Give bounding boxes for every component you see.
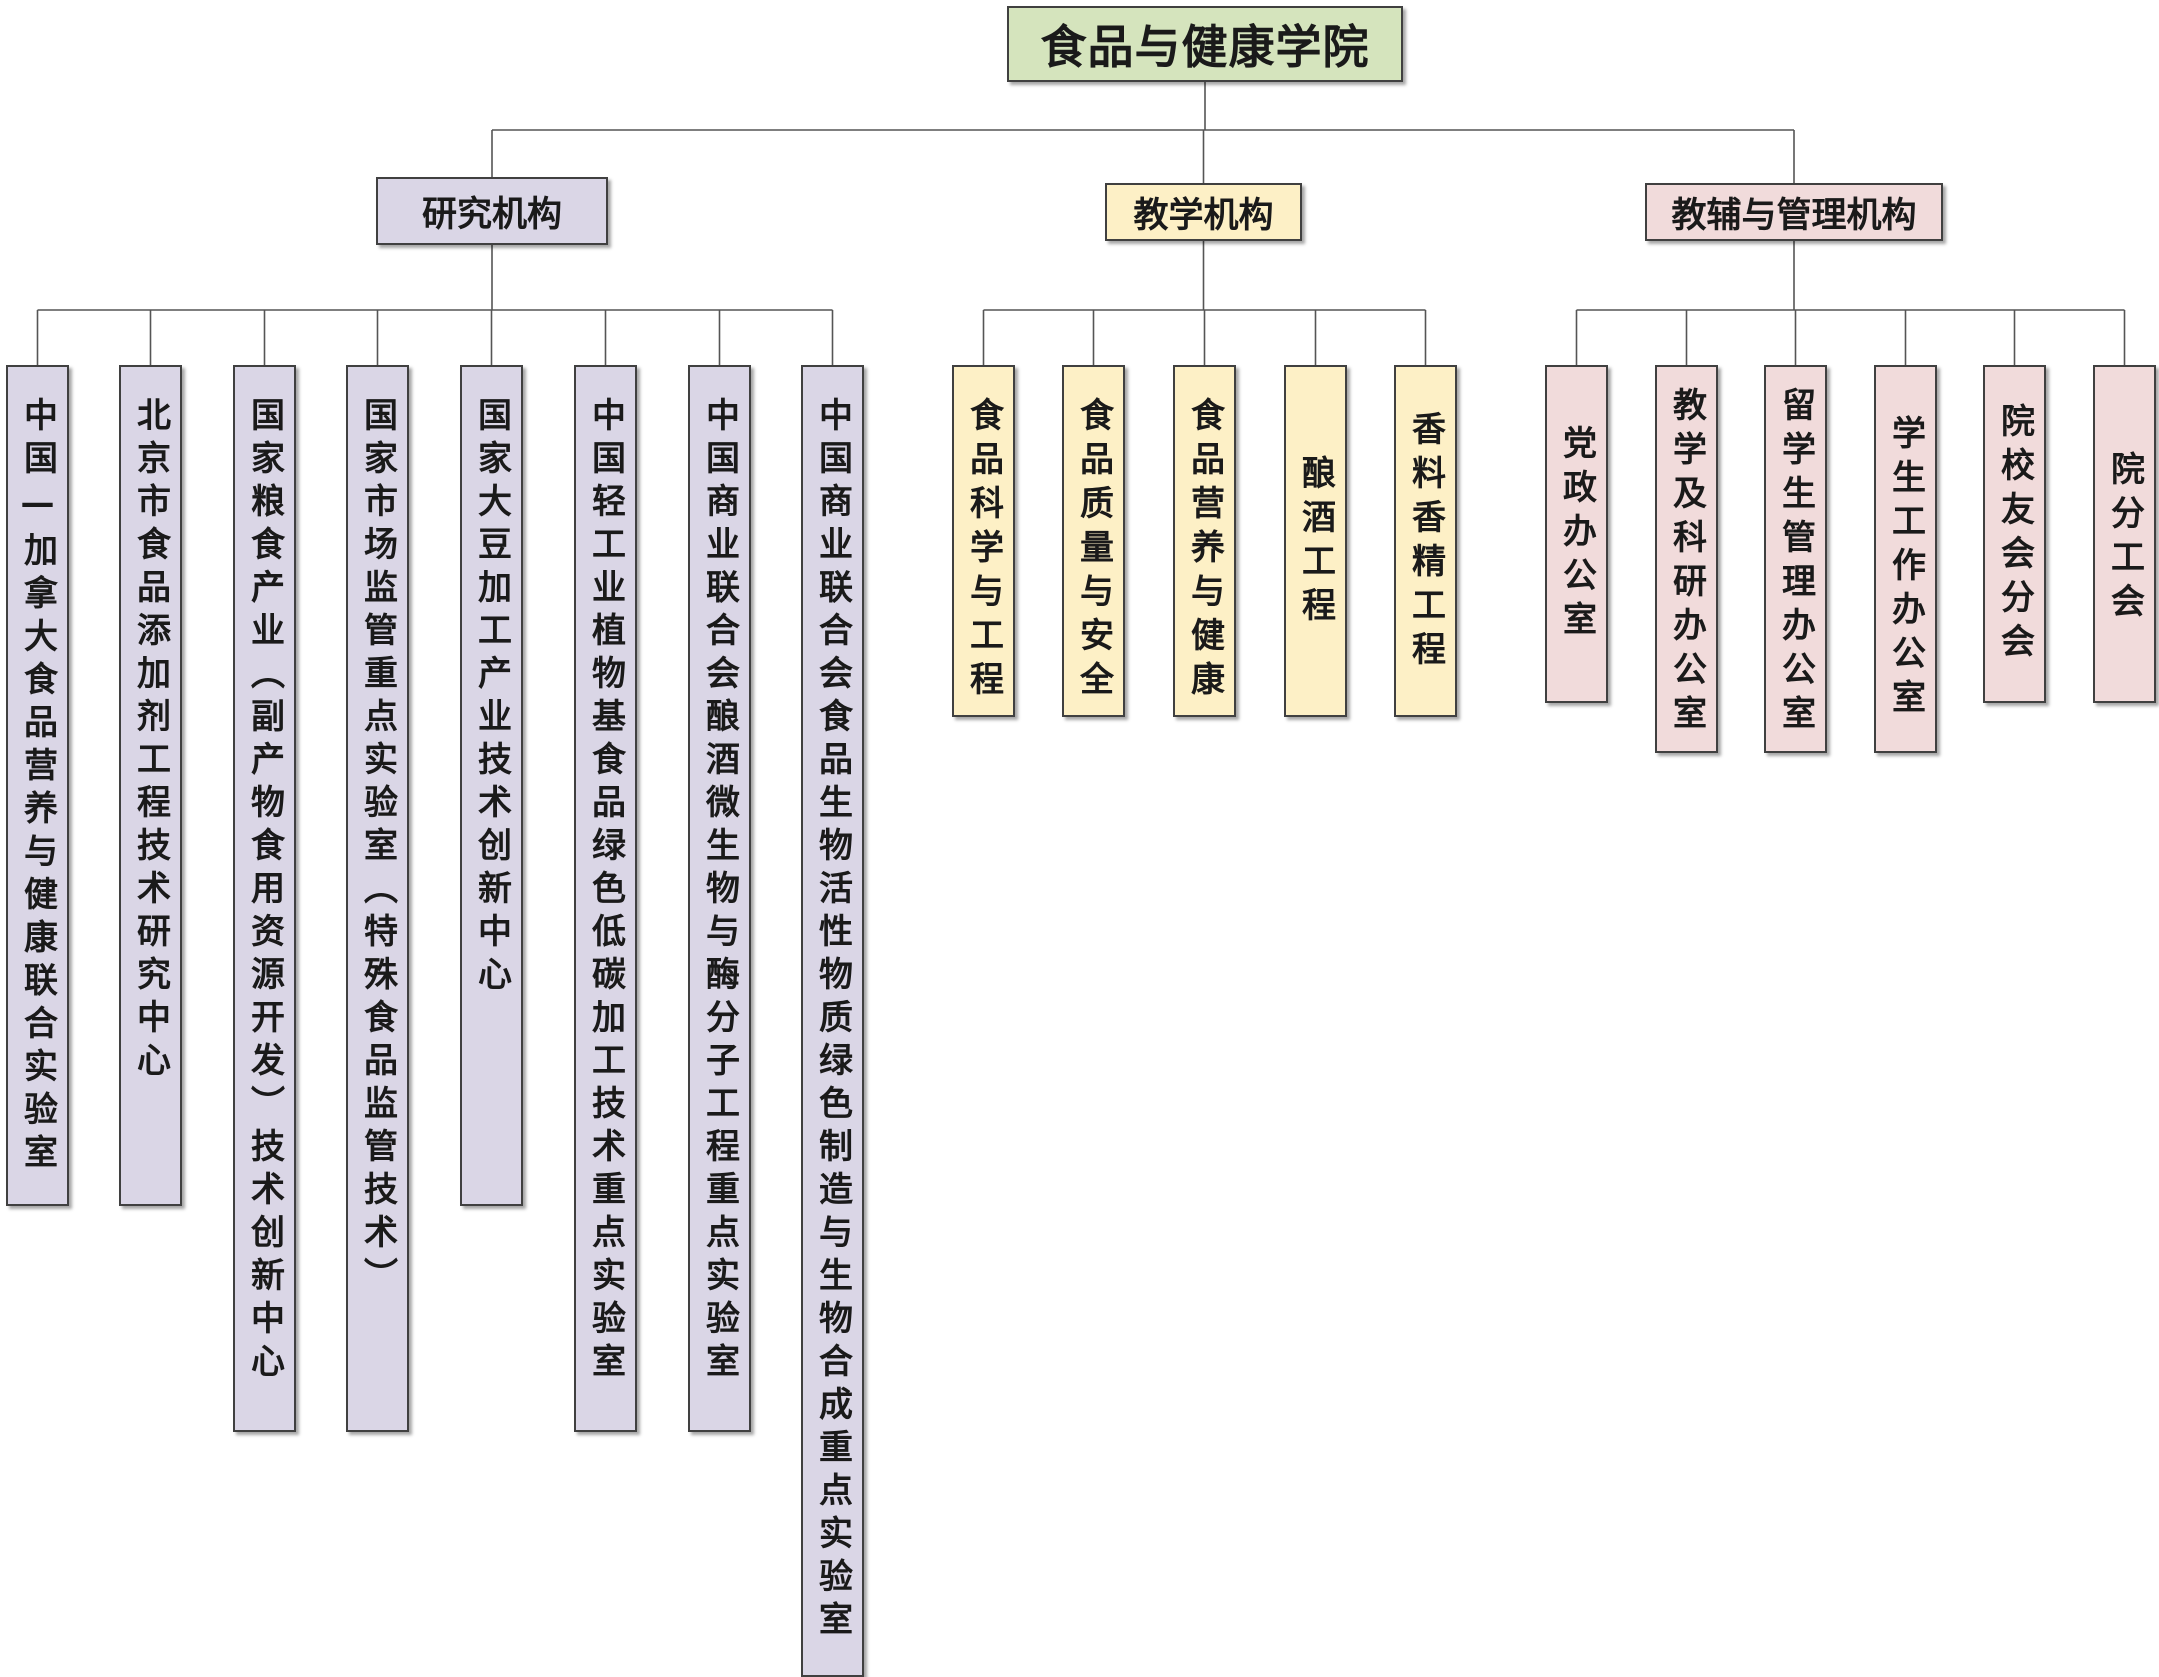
- category-admin: 教辅与管理机构: [1645, 183, 1943, 241]
- research-unit: 国家市场监管重点实验室（特殊食品监管技术）: [346, 365, 409, 1432]
- admin-unit-label: 教学及科研办公室: [1666, 387, 1707, 739]
- root-node-college: 食品与健康学院: [1007, 6, 1403, 82]
- research-unit-label: 中国商业联合会酿酒微生物与酶分子工程重点实验室: [699, 397, 740, 1386]
- research-unit-label: 国家市场监管重点实验室（特殊食品监管技术）: [357, 397, 398, 1300]
- category-teaching: 教学机构: [1105, 183, 1302, 241]
- research-unit-label: 中国轻工业植物基食品绿色低碳加工技术重点实验室: [585, 397, 626, 1386]
- admin-unit: 留学生管理办公室: [1764, 365, 1827, 753]
- teaching-unit-label: 食品营养与健康: [1184, 397, 1225, 705]
- research-unit-label: 国家大豆加工产业技术创新中心: [471, 397, 512, 999]
- research-unit: 中国商业联合会酿酒微生物与酶分子工程重点实验室: [688, 365, 751, 1432]
- admin-unit-label: 党政办公室: [1556, 425, 1597, 645]
- category-research: 研究机构: [376, 177, 608, 245]
- admin-unit-label: 留学生管理办公室: [1775, 387, 1816, 739]
- admin-unit-label: 院分工会: [2104, 451, 2145, 627]
- research-unit-label: 国家粮食产业（副产物食用资源开发）技术创新中心: [244, 397, 285, 1386]
- admin-unit: 院分工会: [2093, 365, 2156, 703]
- teaching-unit: 食品科学与工程: [952, 365, 1015, 717]
- research-unit-label: 中国—加拿大食品营养与健康联合实验室: [17, 397, 58, 1177]
- research-unit-label: 中国商业联合会食品生物活性物质绿色制造与生物合成重点实验室: [812, 397, 853, 1644]
- research-unit: 中国轻工业植物基食品绿色低碳加工技术重点实验室: [574, 365, 637, 1432]
- research-unit: 中国—加拿大食品营养与健康联合实验室: [6, 365, 69, 1206]
- admin-unit-label: 学生工作办公室: [1885, 415, 1926, 723]
- teaching-unit-label: 酿酒工程: [1295, 455, 1336, 631]
- research-unit: 中国商业联合会食品生物活性物质绿色制造与生物合成重点实验室: [801, 365, 864, 1677]
- research-unit: 国家粮食产业（副产物食用资源开发）技术创新中心: [233, 365, 296, 1432]
- teaching-unit: 食品营养与健康: [1173, 365, 1236, 717]
- admin-unit: 党政办公室: [1545, 365, 1608, 703]
- admin-unit-label: 院校友会分会: [1994, 403, 2035, 667]
- teaching-unit: 香料香精工程: [1394, 365, 1457, 717]
- admin-unit: 院校友会分会: [1983, 365, 2046, 703]
- teaching-unit-label: 食品科学与工程: [963, 397, 1004, 705]
- category-admin-label: 教辅与管理机构: [1671, 195, 1917, 236]
- admin-unit: 教学及科研办公室: [1655, 365, 1718, 753]
- teaching-unit: 食品质量与安全: [1062, 365, 1125, 717]
- category-teaching-label: 教学机构: [1133, 195, 1274, 236]
- teaching-unit: 酿酒工程: [1284, 365, 1347, 717]
- root-label: 食品与健康学院: [1040, 20, 1370, 74]
- category-research-label: 研究机构: [421, 194, 562, 235]
- admin-unit: 学生工作办公室: [1874, 365, 1937, 753]
- research-unit-label: 北京市食品添加剂工程技术研究中心: [130, 397, 171, 1085]
- research-unit: 北京市食品添加剂工程技术研究中心: [119, 365, 182, 1206]
- teaching-unit-label: 食品质量与安全: [1073, 397, 1114, 705]
- research-unit: 国家大豆加工产业技术创新中心: [460, 365, 523, 1206]
- teaching-unit-label: 香料香精工程: [1405, 411, 1446, 675]
